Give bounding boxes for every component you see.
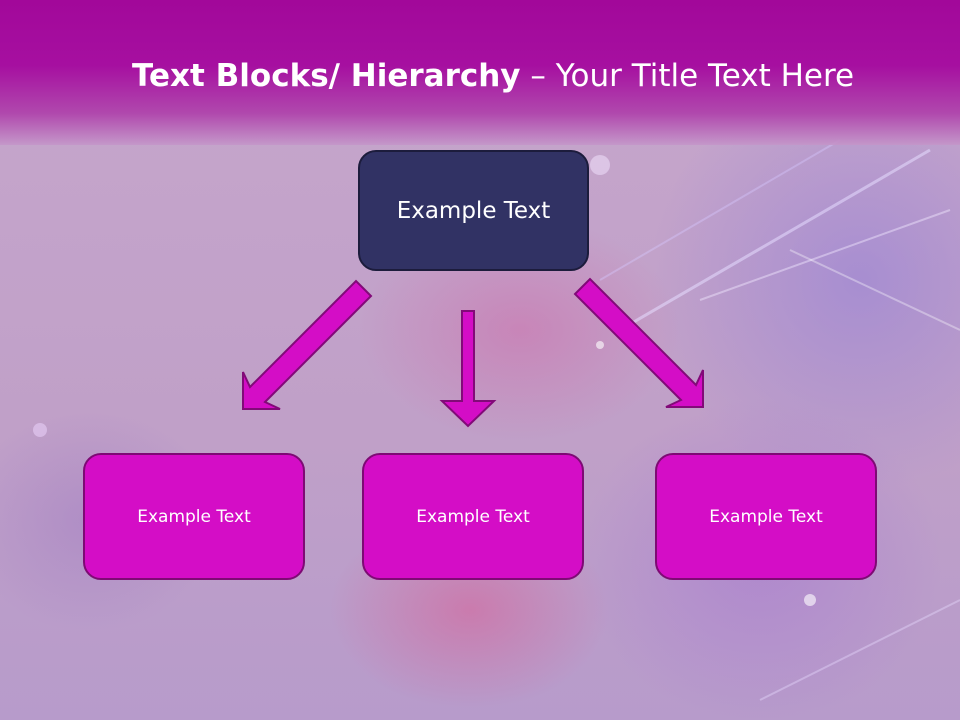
title-rest: – Your Title Text Here <box>520 58 855 94</box>
arrow-center <box>439 310 497 428</box>
slide-title: Text Blocks/ Hierarchy – Your Title Text… <box>132 52 932 100</box>
arrow-left <box>242 279 373 410</box>
root-text-block[interactable]: Example Text <box>358 150 589 271</box>
root-text-label: Example Text <box>396 197 551 224</box>
child-text-block-1[interactable]: Example Text <box>83 453 305 580</box>
child-text-block-2[interactable]: Example Text <box>362 453 584 580</box>
child-text-label: Example Text <box>137 506 251 527</box>
child-text-label: Example Text <box>709 506 823 527</box>
child-text-label: Example Text <box>416 506 530 527</box>
child-text-block-3[interactable]: Example Text <box>655 453 877 580</box>
title-bold: Text Blocks/ Hierarchy <box>132 58 521 94</box>
arrow-right <box>573 277 704 408</box>
title-banner <box>0 0 960 145</box>
